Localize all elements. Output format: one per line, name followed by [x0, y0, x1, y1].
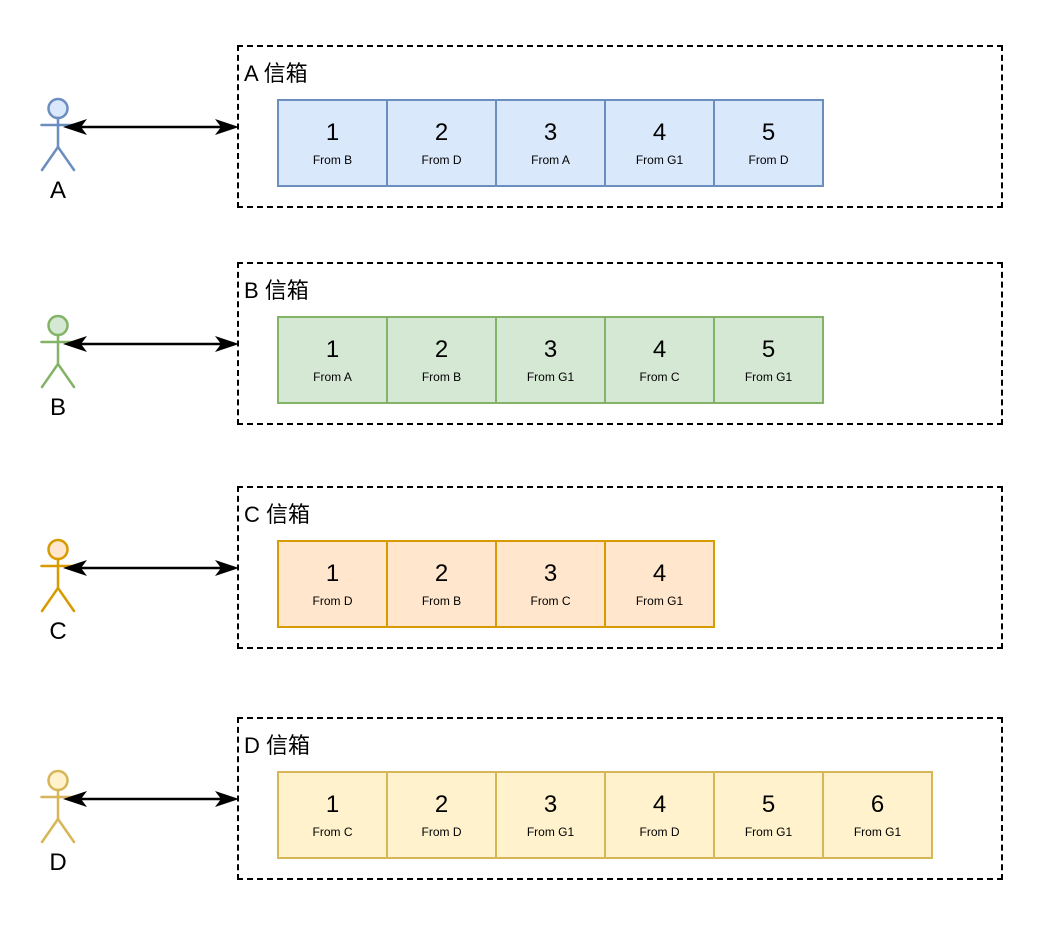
- slot-number: 6: [870, 790, 885, 818]
- mailbox-title: A 信箱: [244, 61, 308, 86]
- mailbox-title: C 信箱: [244, 502, 311, 527]
- mailbox-dashed-box: B 信箱 1 From A 2 From B 3 From G1 4 From …: [237, 262, 1003, 425]
- person-stick-figure-icon: [40, 769, 76, 844]
- mailbox-section: C C 信箱 1 From D 2 From B 3 From C 4 From…: [0, 486, 1058, 649]
- slot-from-label: From G1: [635, 593, 684, 608]
- bidirectional-arrow-icon: [63, 791, 239, 807]
- mailbox-section: B B 信箱 1 From A 2 From B 3 From G1 4 Fro…: [0, 262, 1058, 425]
- slot-from-label: From G1: [526, 369, 575, 384]
- slot-from-label: From C: [312, 824, 353, 839]
- mailbox-slot: 6 From G1: [822, 771, 933, 859]
- mailbox-slot: 2 From D: [386, 99, 497, 187]
- mailbox-dashed-box: A 信箱 1 From B 2 From D 3 From A 4 From G…: [237, 45, 1003, 208]
- mailbox-slot: 4 From D: [604, 771, 715, 859]
- slot-from-label: From C: [530, 593, 571, 608]
- slot-number: 1: [325, 335, 340, 363]
- mailbox-slot: 1 From B: [277, 99, 388, 187]
- person-label: A: [49, 177, 66, 204]
- slot-number: 5: [761, 790, 776, 818]
- mailbox-slot: 1 From C: [277, 771, 388, 859]
- person-label: D: [49, 849, 67, 876]
- slot-from-label: From A: [313, 369, 352, 384]
- slot-from-label: From G1: [635, 152, 684, 167]
- slot-from-label: From D: [421, 824, 462, 839]
- bidirectional-arrow-icon: [63, 119, 239, 135]
- mailbox-section: A A 信箱 1 From B 2 From D 3 From A 4 From…: [0, 45, 1058, 208]
- slot-from-label: From G1: [744, 369, 793, 384]
- person-stick-figure-icon: [40, 538, 76, 613]
- bidirectional-arrow-icon: [63, 336, 239, 352]
- slot-from-label: From D: [639, 824, 680, 839]
- slot-from-label: From G1: [744, 824, 793, 839]
- slot-number: 3: [543, 118, 558, 146]
- mailbox-slot: 5 From G1: [713, 771, 824, 859]
- slot-from-label: From D: [421, 152, 462, 167]
- mailbox-slots: 1 From B 2 From D 3 From A 4 From G1 5 F…: [277, 99, 824, 187]
- person-stick-figure-icon: [40, 314, 76, 389]
- slot-from-label: From B: [312, 152, 353, 167]
- mailbox-slot: 1 From D: [277, 540, 388, 628]
- mailbox-title: D 信箱: [244, 733, 311, 758]
- mailbox-slot: 4 From G1: [604, 99, 715, 187]
- mailbox-slot: 2 From D: [386, 771, 497, 859]
- mailbox-slot: 1 From A: [277, 316, 388, 404]
- slot-from-label: From A: [531, 152, 570, 167]
- slot-from-label: From C: [639, 369, 680, 384]
- mailbox-dashed-box: D 信箱 1 From C 2 From D 3 From G1 4 From …: [237, 717, 1003, 880]
- mailbox-slot: 4 From C: [604, 316, 715, 404]
- slot-number: 3: [543, 559, 558, 587]
- slot-number: 4: [652, 335, 667, 363]
- mailbox-slot: 4 From G1: [604, 540, 715, 628]
- person-label: B: [49, 394, 66, 421]
- mailbox-slot: 2 From B: [386, 316, 497, 404]
- slot-from-label: From D: [312, 593, 353, 608]
- slot-number: 4: [652, 559, 667, 587]
- mailbox-slot: 3 From A: [495, 99, 606, 187]
- slot-number: 2: [434, 335, 449, 363]
- slot-from-label: From G1: [853, 824, 902, 839]
- mailbox-slots: 1 From C 2 From D 3 From G1 4 From D 5 F…: [277, 771, 933, 859]
- mailbox-dashed-box: C 信箱 1 From D 2 From B 3 From C 4 From G…: [237, 486, 1003, 649]
- mailbox-slot: 5 From G1: [713, 316, 824, 404]
- slot-number: 2: [434, 118, 449, 146]
- slot-from-label: From B: [421, 593, 462, 608]
- slot-number: 1: [325, 790, 340, 818]
- slot-number: 4: [652, 118, 667, 146]
- slot-from-label: From G1: [526, 824, 575, 839]
- mailbox-slot: 2 From B: [386, 540, 497, 628]
- mailbox-title: B 信箱: [244, 278, 309, 303]
- slot-number: 2: [434, 559, 449, 587]
- slot-number: 3: [543, 790, 558, 818]
- person-label: C: [49, 618, 67, 645]
- mailbox-slot: 3 From G1: [495, 316, 606, 404]
- slot-number: 4: [652, 790, 667, 818]
- mailbox-slot: 3 From C: [495, 540, 606, 628]
- slot-number: 5: [761, 118, 776, 146]
- mailbox-slot: 5 From D: [713, 99, 824, 187]
- mailbox-slots: 1 From D 2 From B 3 From C 4 From G1: [277, 540, 715, 628]
- mailbox-section: D D 信箱 1 From C 2 From D 3 From G1 4 Fro…: [0, 717, 1058, 880]
- slot-number: 5: [761, 335, 776, 363]
- slot-from-label: From D: [748, 152, 789, 167]
- slot-number: 3: [543, 335, 558, 363]
- slot-number: 1: [325, 118, 340, 146]
- person-stick-figure-icon: [40, 97, 76, 172]
- slot-number: 1: [325, 559, 340, 587]
- slot-number: 2: [434, 790, 449, 818]
- slot-from-label: From B: [421, 369, 462, 384]
- mailbox-slots: 1 From A 2 From B 3 From G1 4 From C 5 F…: [277, 316, 824, 404]
- bidirectional-arrow-icon: [63, 560, 239, 576]
- mailbox-slot: 3 From G1: [495, 771, 606, 859]
